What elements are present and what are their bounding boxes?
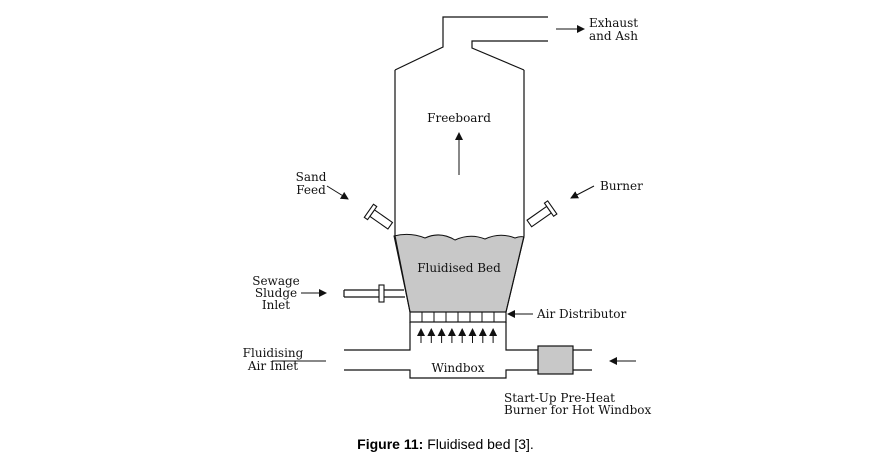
- sewage-sludge-inlet-pipe: [343, 284, 405, 303]
- burner-arrow: [570, 185, 595, 199]
- sand-feed-label-line2: Feed: [296, 183, 326, 197]
- burner-label: Burner: [600, 179, 643, 193]
- diagram-canvas: Exhaust and Ash Freeboard Sand Feed Burn…: [243, 16, 652, 417]
- burner-nozzle: [526, 200, 558, 228]
- exhaust-duct-inner-wall: [471, 40, 548, 71]
- bed-left-wall: [394, 235, 411, 313]
- windbox-lower-wall: [344, 369, 538, 379]
- figure-caption-text: Fluidised bed [3].: [423, 436, 534, 452]
- figure-caption: Figure 11: Fluidised bed [3].: [0, 436, 891, 452]
- sewage-label-line1: Sewage: [252, 274, 300, 288]
- air-distributor-ticks: [421, 312, 495, 322]
- sewage-label-line2: Sludge: [255, 286, 297, 300]
- windbox-right-upper: [505, 322, 538, 351]
- exhaust-duct-outer-wall: [394, 16, 548, 71]
- sand-feed-arrow: [326, 185, 349, 200]
- fluidising-air-arrows: [417, 328, 498, 343]
- preheat-duct-right: [573, 349, 592, 371]
- sand-feed-nozzle: [363, 203, 394, 230]
- windbox-label: Windbox: [431, 361, 484, 375]
- fluidising-air-label-line1: Fluidising: [243, 346, 304, 360]
- fluidised-bed-region: [393, 233, 525, 313]
- exhaust-label-line1: Exhaust: [589, 16, 638, 30]
- sewage-label-line3: Inlet: [262, 298, 290, 312]
- fluidising-air-label-line2: Air Inlet: [247, 359, 298, 373]
- windbox-upper-wall: [344, 322, 411, 351]
- freeboard-label: Freeboard: [427, 111, 491, 125]
- fluidised-bed-label: Fluidised Bed: [417, 261, 501, 275]
- figure-number: Figure 11:: [357, 436, 424, 452]
- bed-right-wall: [505, 235, 525, 313]
- exhaust-label-line2: and Ash: [589, 29, 638, 43]
- preheat-label-line2: Burner for Hot Windbox: [504, 403, 651, 417]
- preheat-label-line1: Start-Up Pre-Heat: [504, 391, 615, 405]
- preheat-burner-box: [537, 345, 574, 375]
- sand-feed-label-line1: Sand: [296, 170, 327, 184]
- air-distributor-label: Air Distributor: [536, 307, 627, 321]
